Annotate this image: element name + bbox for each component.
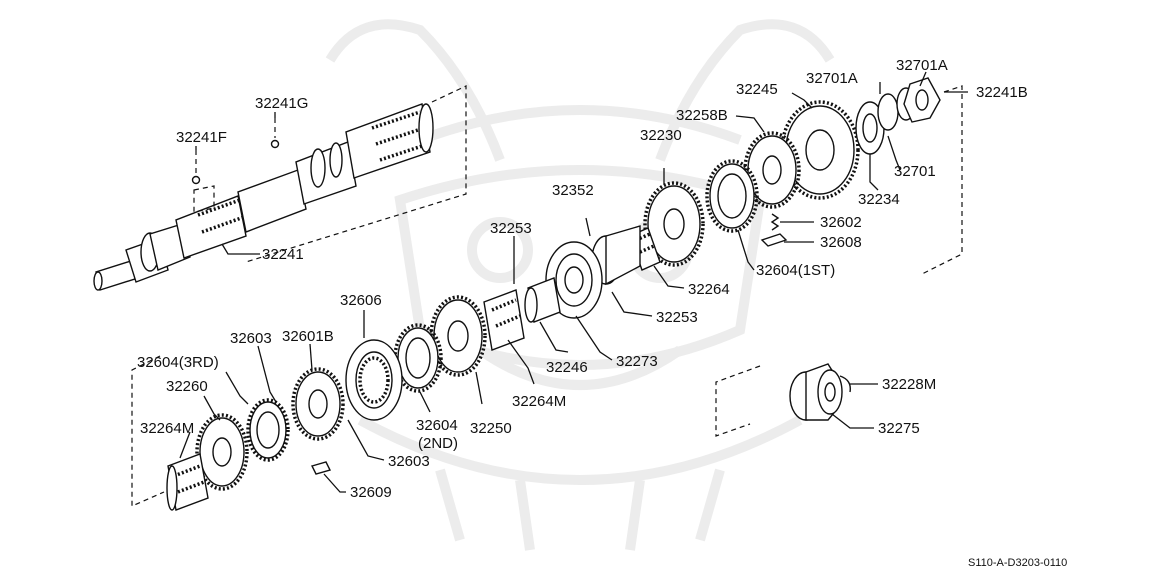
part-labels: 32241G 32241F 32241 32245 32701A 32701A …: [137, 57, 1028, 501]
label-32258b: 32258B: [676, 107, 728, 124]
synchro-ring-32603: [246, 398, 290, 462]
gear-32230: [643, 181, 705, 267]
leader-lines: [179, 71, 968, 493]
synchro-ring-32604-1st: [705, 159, 759, 233]
label-32253-top: 32253: [490, 220, 532, 237]
label-32241: 32241: [262, 246, 304, 263]
bearing-32275: [789, 363, 843, 421]
needle-bearing-32264m: [483, 289, 525, 351]
needle-bearing-32264m-left: [166, 453, 209, 511]
sleeve-32606: [345, 339, 403, 421]
gear-32250: [429, 295, 487, 377]
diagram-code: S110-A-D3203-0110: [968, 557, 1067, 569]
label-32602: 32602: [820, 214, 862, 231]
label-32608: 32608: [820, 234, 862, 251]
hub-32601b: [291, 367, 345, 441]
key-32608: [760, 233, 788, 247]
label-32609: 32609: [350, 484, 392, 501]
ball-32241g: [270, 118, 280, 149]
label-32264: 32264: [688, 281, 730, 298]
label-32260: 32260: [166, 378, 208, 395]
label-32246: 32246: [546, 359, 588, 376]
label-32701a-lower: 32701A: [806, 70, 858, 87]
label-32604-1st: 32604(1ST): [756, 262, 835, 279]
label-32241g: 32241G: [255, 95, 308, 112]
mainshaft-32241: [93, 103, 434, 291]
label-32275: 32275: [878, 420, 920, 437]
label-32606: 32606: [340, 292, 382, 309]
label-32701: 32701: [894, 163, 936, 180]
label-32241b: 32241B: [976, 84, 1028, 101]
label-32603-bottom: 32603: [388, 453, 430, 470]
label-32234: 32234: [858, 191, 900, 208]
label-32601b: 32601B: [282, 328, 334, 345]
label-32250: 32250: [470, 420, 512, 437]
label-32228m: 32228M: [882, 376, 936, 393]
label-32230: 32230: [640, 127, 682, 144]
label-32245: 32245: [736, 81, 778, 98]
bearing-32352: [545, 241, 603, 319]
label-32604-2nd: 32604: [416, 417, 458, 434]
snap-ring-32228m: [839, 375, 851, 393]
label-32273: 32273: [616, 353, 658, 370]
label-32352: 32352: [552, 182, 594, 199]
gear-32260: [195, 413, 249, 491]
label-32701a-upper: 32701A: [896, 57, 948, 74]
label-32264m-left: 32264M: [140, 420, 194, 437]
label-32264m-right: 32264M: [512, 393, 566, 410]
label-32604-3rd: 32604(3RD): [137, 354, 219, 371]
label-32604-2nd-suffix: (2ND): [418, 435, 458, 452]
spring-32602: [770, 213, 780, 231]
collar-32246: [524, 277, 561, 323]
label-32603-top: 32603: [230, 330, 272, 347]
label-32253-mid: 32253: [656, 309, 698, 326]
label-32241f: 32241F: [176, 129, 227, 146]
ball-32241f: [191, 150, 215, 213]
key-32609: [310, 461, 332, 475]
nut-32241b: [903, 77, 941, 123]
